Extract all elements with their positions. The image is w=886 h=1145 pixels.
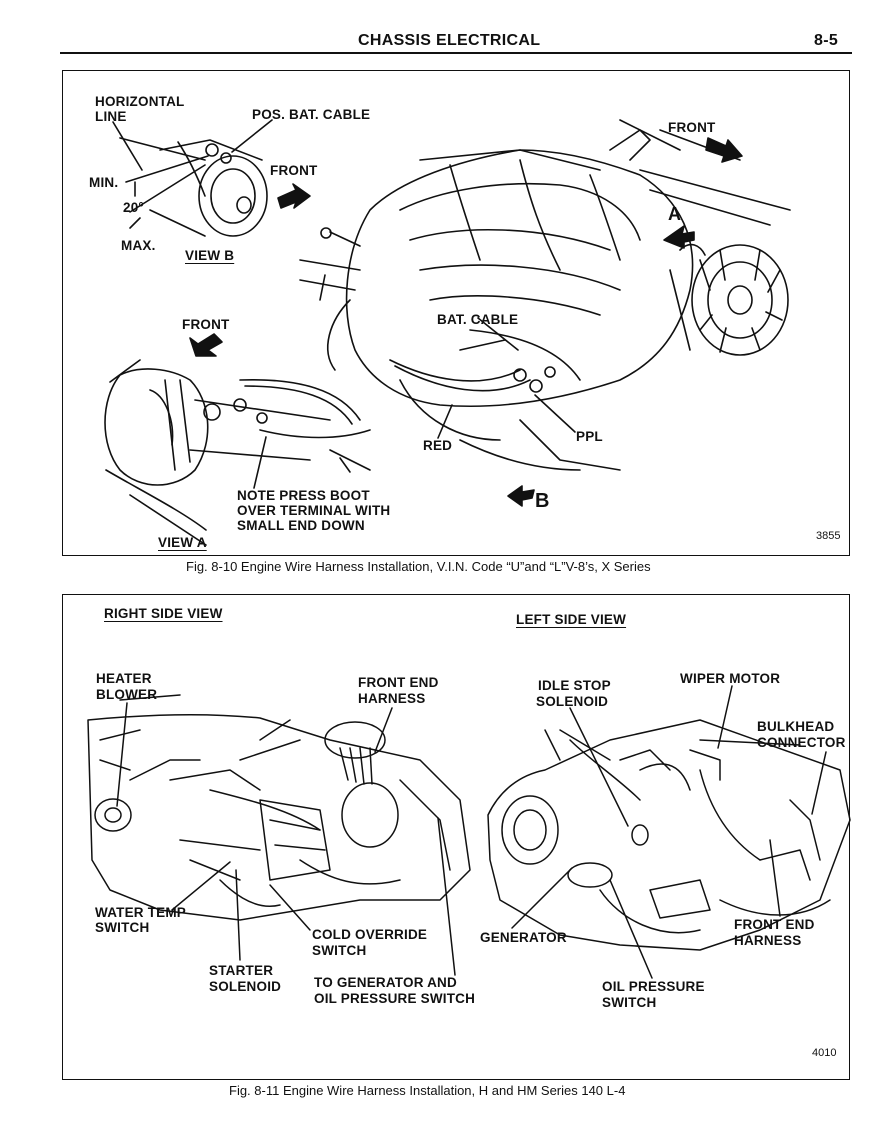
figure-8-11-number: 4010 [812,1047,837,1059]
label-right-side-view: RIGHT SIDE VIEW [104,606,223,621]
figure-8-11-caption: Fig. 8-11 Engine Wire Harness Installati… [229,1083,626,1098]
label-horizontal-line-1: HORIZONTAL [95,94,185,109]
label-cold-override-2: SWITCH [312,943,367,958]
label-to-generator-1: TO GENERATOR AND [314,975,457,990]
label-idle-stop-1: IDLE STOP [538,678,611,693]
label-generator: GENERATOR [480,930,567,945]
label-to-generator-2: OIL PRESSURE SWITCH [314,991,476,1006]
section-title: CHASSIS ELECTRICAL [358,32,541,49]
label-angle: 20° [123,200,145,215]
label-bulkhead-1: BULKHEAD [757,719,835,734]
label-max: MAX. [121,238,156,253]
label-idle-stop-2: SOLENOID [536,694,609,709]
label-heater-blower-1: HEATER [96,671,152,686]
label-red: RED [423,438,453,453]
figure-8-10-number: 3855 [816,530,841,542]
label-cold-override-1: COLD OVERRIDE [312,927,428,942]
figure-8-10-frame [62,70,850,556]
right-side-engine [87,694,471,921]
figure-8-11-frame [62,594,850,1080]
engine-block [299,119,791,471]
label-note-2: OVER TERMINAL WITH [237,503,391,518]
label-oil-pressure-1: OIL PRESSURE [602,979,705,994]
label-ppl: PPL [576,429,603,444]
label-left-side-view: LEFT SIDE VIEW [516,612,627,627]
header-rule [60,52,852,54]
label-wiper-motor: WIPER MOTOR [680,671,781,686]
page-number: 8-5 [814,32,839,49]
label-front-view-a: FRONT [182,317,230,332]
label-bulkhead-2: CONNECTOR [757,735,846,750]
label-front-end-harness-1: FRONT END [358,675,439,690]
label-bat-cable: BAT. CABLE [437,312,519,327]
label-front-end-harness-2: HARNESS [358,691,426,706]
label-front-end-harness-r2: HARNESS [734,933,802,948]
label-horizontal-line-2: LINE [95,109,127,124]
figure-8-10-caption: Fig. 8-10 Engine Wire Harness Installati… [186,559,651,574]
label-water-temp-1: WATER TEMP [95,905,186,920]
alternator-right [669,243,789,356]
label-note-1: NOTE PRESS BOOT [237,488,370,503]
label-front-top: FRONT [668,120,716,135]
starter-motor-view-a [104,359,371,546]
starter-motor-view-b [119,137,268,237]
left-side-engine [487,719,851,951]
label-front-end-harness-r1: FRONT END [734,917,815,932]
label-view-b: VIEW B [185,248,235,263]
label-starter-1: STARTER [209,963,274,978]
label-starter-2: SOLENOID [209,979,282,994]
label-arrow-a: A [668,204,682,224]
label-note-3: SMALL END DOWN [237,518,365,533]
label-water-temp-2: SWITCH [95,920,150,935]
label-min: MIN. [89,175,119,190]
label-oil-pressure-2: SWITCH [602,995,657,1010]
label-heater-blower-2: BLOWER [96,687,158,702]
label-view-a: VIEW A [158,535,207,550]
label-arrow-b: B [535,490,550,512]
label-pos-bat-cable: POS. BAT. CABLE [252,107,371,122]
label-front-view-b: FRONT [270,163,318,178]
